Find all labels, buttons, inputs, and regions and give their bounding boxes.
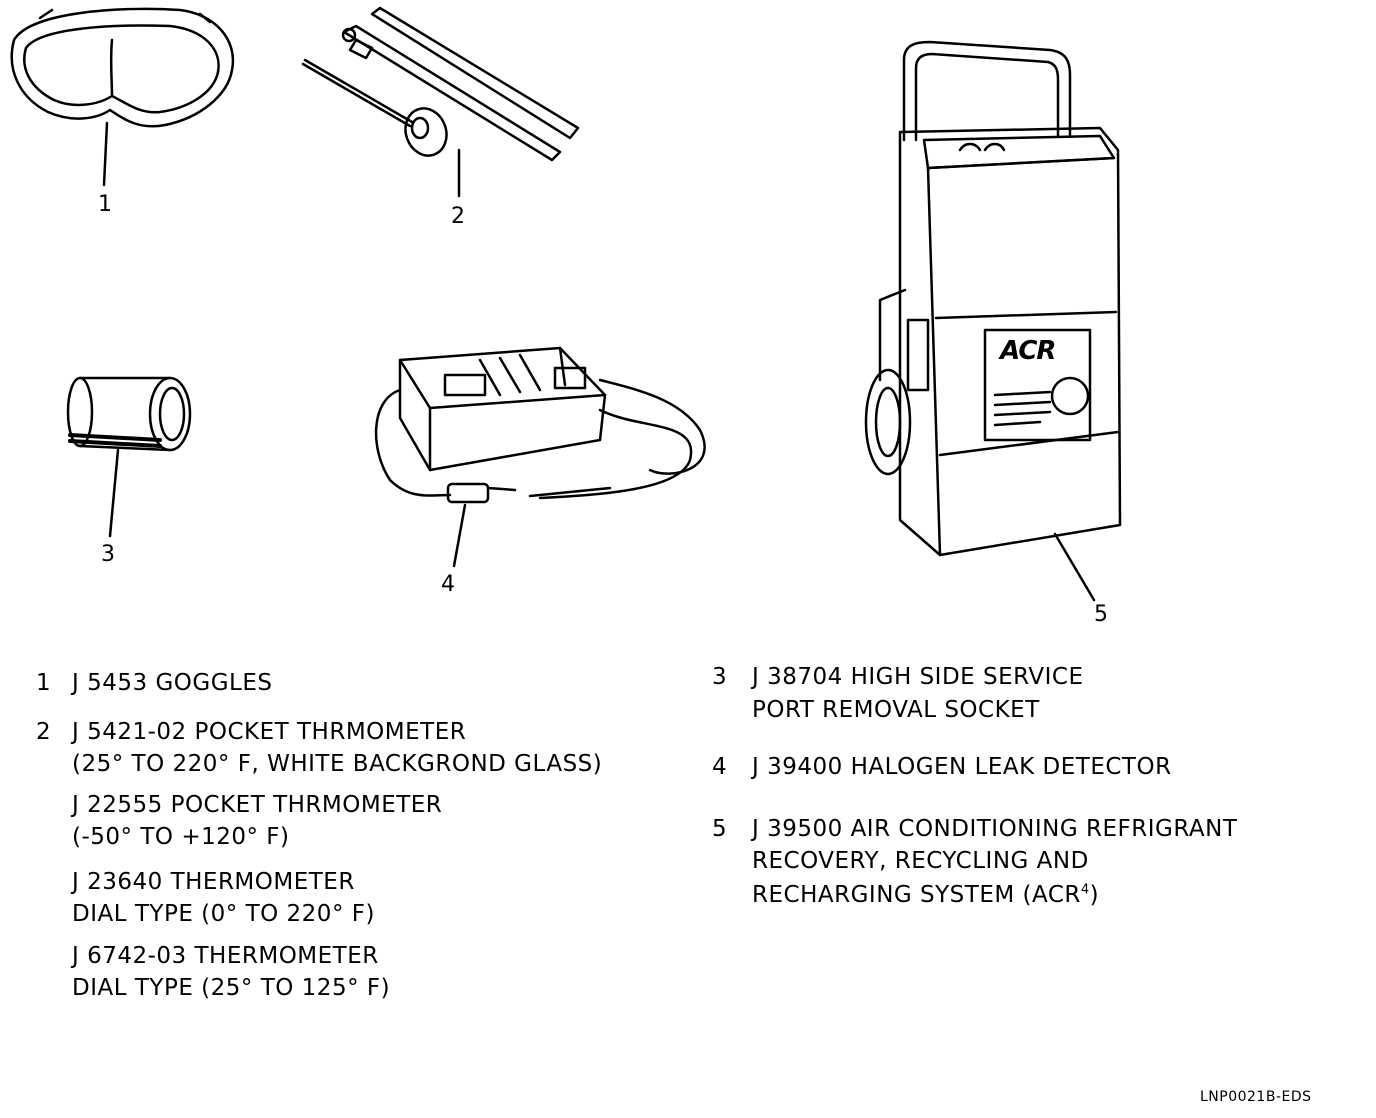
callout-5: 5 [1094, 602, 1108, 627]
legend-item-2-line-1: J 5421-02 POCKET THRMOMETER [72, 719, 467, 745]
legend-number-4: 4 [712, 754, 727, 780]
legend-item-4: J 39400 HALOGEN LEAK DETECTOR [752, 754, 1172, 780]
legend-item-3-line-1: J 38704 HIGH SIDE SERVICE [752, 664, 1084, 690]
socket-illustration [66, 376, 192, 538]
acr-logo-label: ACR [1000, 336, 1056, 366]
legend-number-3: 3 [712, 664, 727, 690]
callout-1: 1 [98, 192, 112, 217]
thermometers-illustration [301, 6, 580, 198]
legend-number-1: 1 [36, 670, 51, 696]
leak-detector-illustration [374, 346, 706, 568]
legend-item-2-line-8: DIAL TYPE (25° TO 125° F) [72, 975, 391, 1001]
legend-item-5-line-2: RECOVERY, RECYCLING AND [752, 848, 1089, 874]
legend-item-2-line-4: (-50° TO +120° F) [72, 824, 290, 850]
callout-4: 4 [441, 572, 455, 597]
legend-item-1: J 5453 GOGGLES [72, 670, 273, 696]
legend-item-2-line-3: J 22555 POCKET THRMOMETER [72, 792, 443, 818]
goggles-illustration [10, 7, 235, 187]
legend-item-2-line-7: J 6742-03 THERMOMETER [72, 943, 379, 969]
acr-cart-illustration [864, 40, 1122, 602]
legend-item-2-line-5: J 23640 THERMOMETER [72, 869, 355, 895]
legend-item-2-line-2: (25° TO 220° F, WHITE BACKGROND GLASS) [72, 751, 603, 777]
legend-number-2: 2 [36, 719, 51, 745]
legend-item-5-line-3: RECHARGING SYSTEM (ACR4) [752, 882, 1100, 908]
legend-item-3-line-2: PORT REMOVAL SOCKET [752, 697, 1040, 723]
drawing-code: LNP0021B-EDS [1200, 1089, 1312, 1105]
legend-number-5: 5 [712, 816, 727, 842]
callout-2: 2 [451, 204, 465, 229]
legend-item-5-line-1: J 39500 AIR CONDITIONING REFRIGRANT [752, 816, 1238, 842]
legend-item-2-line-6: DIAL TYPE (0° TO 220° F) [72, 901, 375, 927]
callout-3: 3 [101, 542, 115, 567]
